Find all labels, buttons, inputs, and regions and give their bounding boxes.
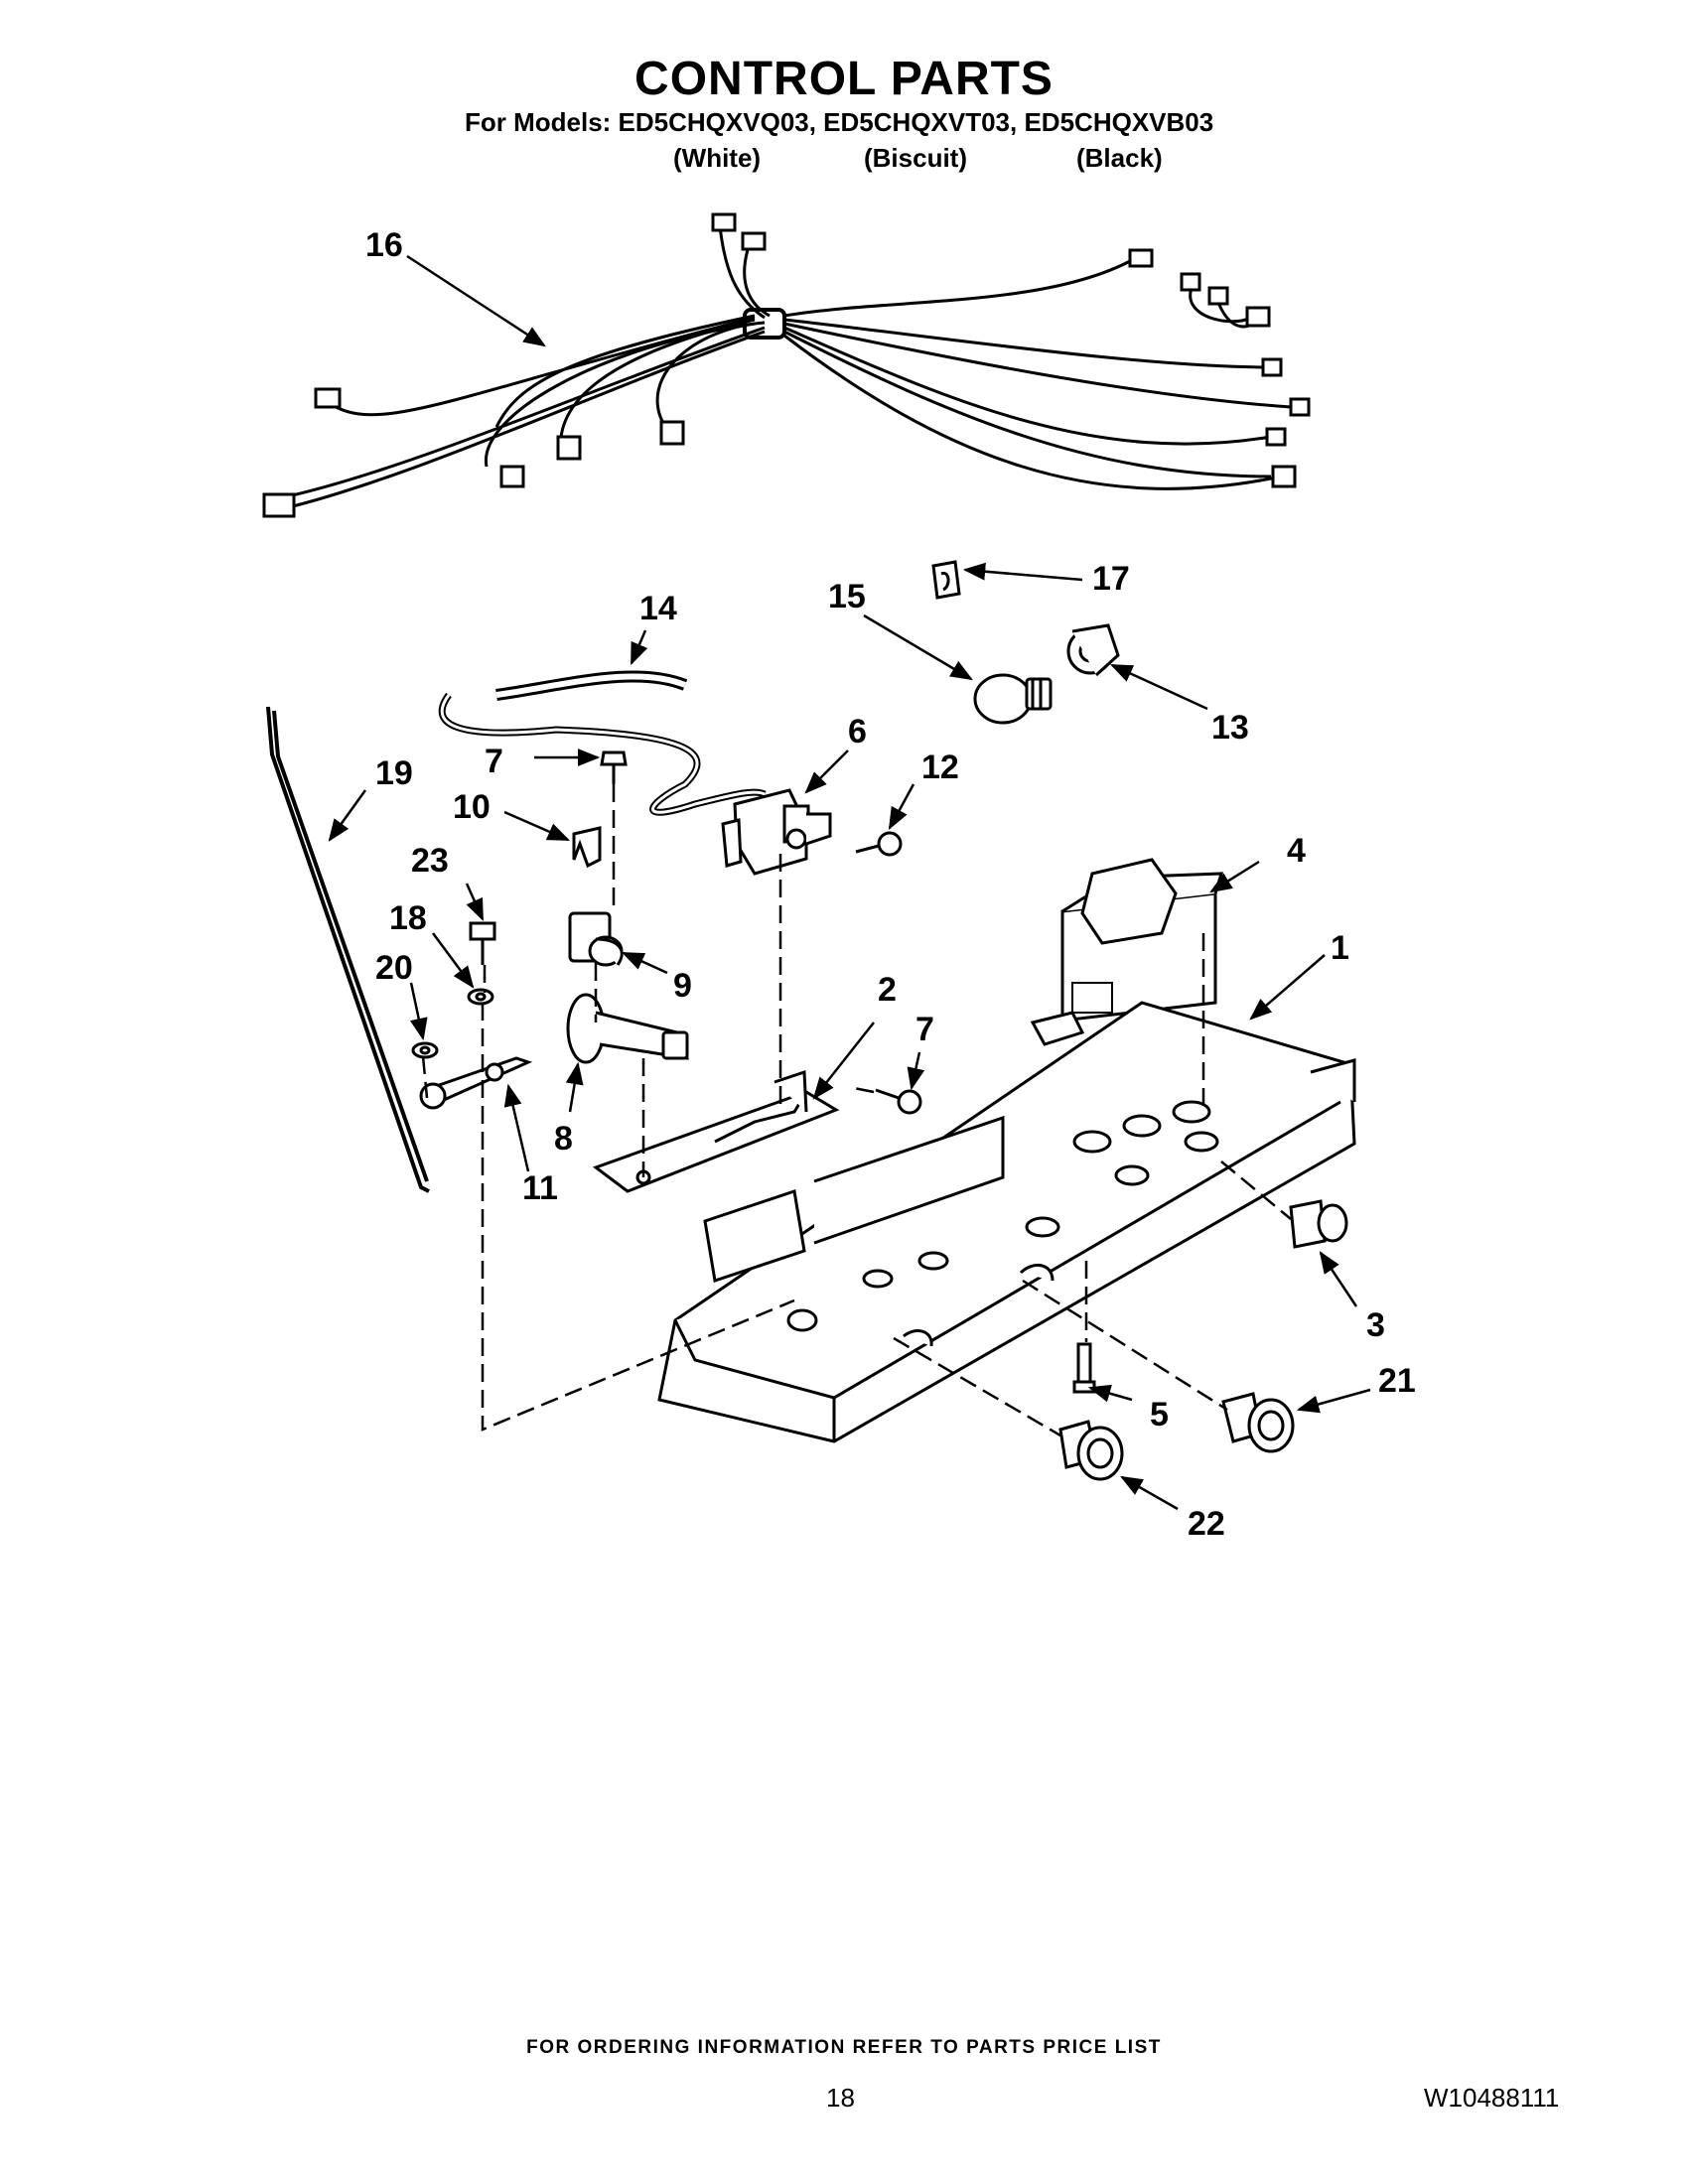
callout-5: 5 xyxy=(1150,1396,1169,1433)
callout-23: 23 xyxy=(411,842,449,880)
control-6 xyxy=(721,788,832,876)
screw-23 xyxy=(469,921,496,965)
bracket-2 xyxy=(592,1069,840,1193)
callout-15: 15 xyxy=(828,578,866,615)
harness-connectors xyxy=(262,212,1311,518)
callout-21: 21 xyxy=(1378,1362,1416,1400)
lamp-socket-13 xyxy=(1066,623,1120,677)
lever-11 xyxy=(419,1056,533,1110)
clip-17 xyxy=(931,560,961,600)
callout-14: 14 xyxy=(639,590,677,627)
washer-20 xyxy=(411,1041,439,1059)
callout-3: 3 xyxy=(1366,1306,1385,1344)
rod-19 xyxy=(266,706,430,1193)
callout-2: 2 xyxy=(878,971,897,1009)
switch-3 xyxy=(1289,1199,1348,1249)
shaft-8 xyxy=(566,993,689,1064)
color-black-label: (Black) xyxy=(1076,143,1163,173)
wire-harness-16 xyxy=(287,225,1292,508)
callout-4: 4 xyxy=(1287,832,1306,870)
callout-22: 22 xyxy=(1188,1505,1225,1543)
callout-labels: 1 2 3 4 5 6 7 7 8 9 10 11 12 13 14 15 16… xyxy=(365,226,1416,1543)
callout-12: 12 xyxy=(921,749,959,786)
cam-9 xyxy=(568,911,624,967)
callout-11: 11 xyxy=(522,1169,558,1207)
callout-7-lower: 7 xyxy=(915,1011,934,1048)
callout-9: 9 xyxy=(673,967,692,1005)
ordering-note: FOR ORDERING INFORMATION REFER TO PARTS … xyxy=(526,2037,1162,2058)
grommet-21 xyxy=(1221,1392,1295,1453)
control-housing-1 xyxy=(657,1001,1356,1443)
models-line: For Models: ED5CHQXVQ03, ED5CHQXVT03, ED… xyxy=(465,107,1214,137)
page-number: 18 xyxy=(826,2083,855,2113)
callout-18: 18 xyxy=(389,899,427,937)
screw-7-lower xyxy=(875,1088,922,1115)
callout-8: 8 xyxy=(554,1120,573,1158)
callout-16: 16 xyxy=(365,226,403,264)
callout-1: 1 xyxy=(1331,929,1349,967)
grommet-22 xyxy=(1058,1420,1124,1481)
page-title: CONTROL PARTS xyxy=(634,53,1054,105)
tube-14 xyxy=(495,670,688,701)
screw-5 xyxy=(1072,1342,1096,1394)
callout-20: 20 xyxy=(375,949,413,987)
callout-13: 13 xyxy=(1211,709,1249,747)
assembly-lines xyxy=(421,784,1292,1437)
capillary-tube xyxy=(438,692,767,816)
leader-arrows xyxy=(328,254,1371,1511)
screw-12 xyxy=(855,831,903,857)
color-biscuit-label: (Biscuit) xyxy=(864,143,967,173)
transformer-4 xyxy=(1060,858,1224,1023)
callout-17: 17 xyxy=(1092,560,1130,598)
callout-7-upper: 7 xyxy=(485,743,503,780)
callout-6: 6 xyxy=(848,713,867,751)
bracket-10 xyxy=(572,826,602,869)
color-white-label: (White) xyxy=(673,143,762,173)
screw-7-upper xyxy=(600,751,628,784)
light-bulb-15 xyxy=(973,673,1053,725)
document-id: W10488111 xyxy=(1424,2083,1560,2113)
washer-18 xyxy=(467,988,494,1006)
callout-19: 19 xyxy=(375,754,413,792)
callout-10: 10 xyxy=(453,788,491,826)
